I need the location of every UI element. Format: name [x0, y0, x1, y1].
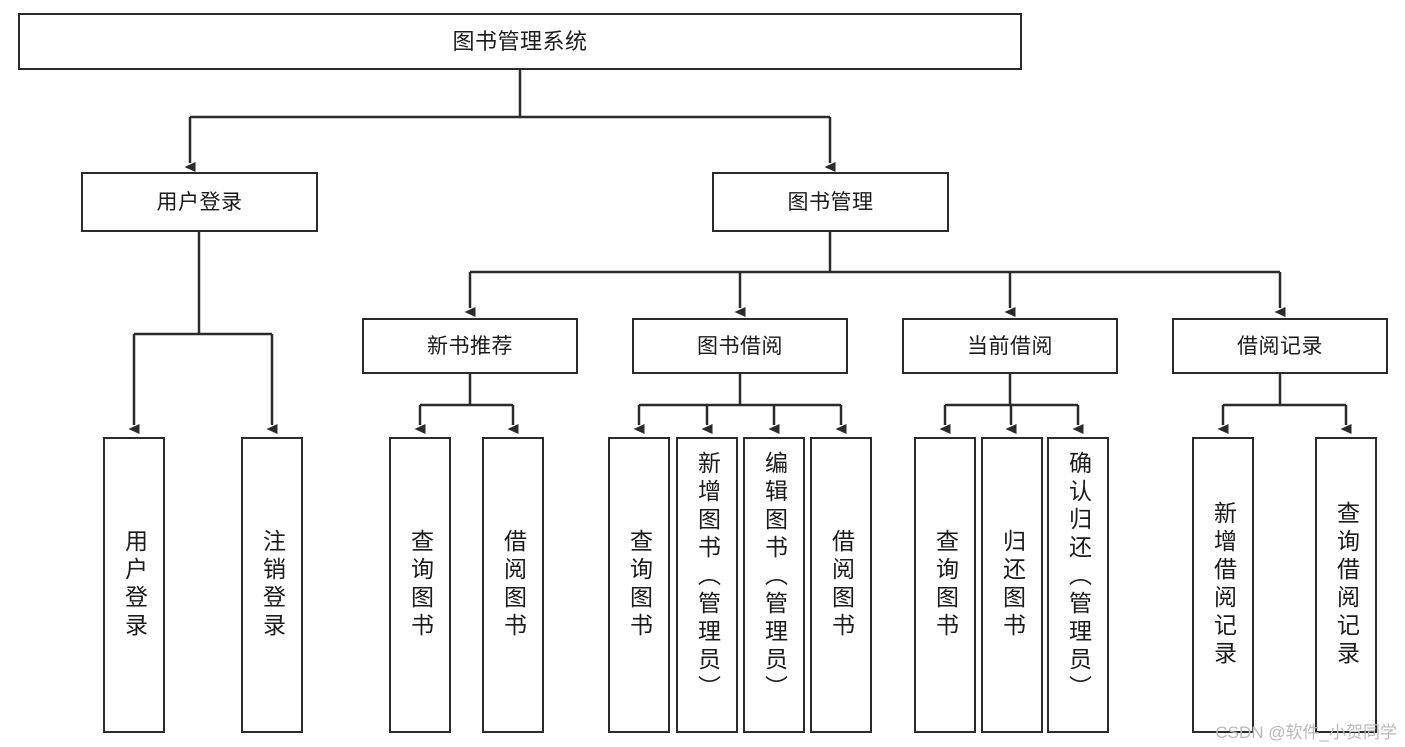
node-label: 用户登录 [121, 529, 148, 641]
leaf-query-borrow-record[interactable]: 查询借阅记录 [1315, 437, 1377, 733]
leaf-user-login[interactable]: 用户登录 [103, 437, 165, 733]
node-label: 新增图书（管理员） [694, 451, 721, 703]
node-label: 查询图书 [407, 529, 434, 641]
node-label: 图书管理 [787, 190, 874, 214]
node-user-login[interactable]: 用户登录 [81, 172, 318, 232]
leaf-return-book[interactable]: 归还图书 [981, 437, 1043, 733]
leaf-add-borrow-record[interactable]: 新增借阅记录 [1192, 437, 1254, 733]
node-label: 借阅图书 [500, 529, 527, 641]
node-label: 查询图书 [932, 529, 959, 641]
node-new-book-recommend[interactable]: 新书推荐 [362, 318, 578, 374]
node-label: 注销登录 [259, 529, 286, 641]
leaf-query-book-current[interactable]: 查询图书 [914, 437, 976, 733]
leaf-borrow-book-recommend[interactable]: 借阅图书 [482, 437, 544, 733]
leaf-borrow-book[interactable]: 借阅图书 [810, 437, 872, 733]
node-label: 编辑图书（管理员） [761, 451, 788, 703]
node-label: 借阅图书 [828, 529, 855, 641]
node-borrow-record[interactable]: 借阅记录 [1172, 318, 1388, 374]
node-label: 用户登录 [156, 190, 243, 214]
leaf-add-book-admin[interactable]: 新增图书（管理员） [676, 437, 738, 733]
watermark-text: CSDN @软件_小贺同学 [1215, 723, 1397, 742]
node-label: 图书借阅 [697, 334, 783, 358]
node-current-borrow[interactable]: 当前借阅 [902, 318, 1118, 374]
node-label: 查询借阅记录 [1333, 501, 1360, 669]
node-book-borrow[interactable]: 图书借阅 [632, 318, 848, 374]
leaf-query-book-borrow[interactable]: 查询图书 [608, 437, 670, 733]
node-label: 确认归还（管理员） [1065, 451, 1092, 703]
node-label: 新增借阅记录 [1210, 501, 1237, 669]
node-label: 归还图书 [999, 529, 1026, 641]
leaf-query-book-recommend[interactable]: 查询图书 [389, 437, 451, 733]
node-book-management[interactable]: 图书管理 [712, 172, 949, 232]
node-label: 图书管理系统 [452, 28, 588, 54]
node-label: 当前借阅 [967, 334, 1053, 358]
leaf-confirm-return-admin[interactable]: 确认归还（管理员） [1047, 437, 1109, 733]
node-root-system[interactable]: 图书管理系统 [18, 13, 1022, 70]
leaf-logout-login[interactable]: 注销登录 [241, 437, 303, 733]
leaf-edit-book-admin[interactable]: 编辑图书（管理员） [743, 437, 805, 733]
node-label: 查询图书 [626, 529, 653, 641]
node-label: 借阅记录 [1237, 334, 1323, 358]
node-label: 新书推荐 [427, 334, 513, 358]
